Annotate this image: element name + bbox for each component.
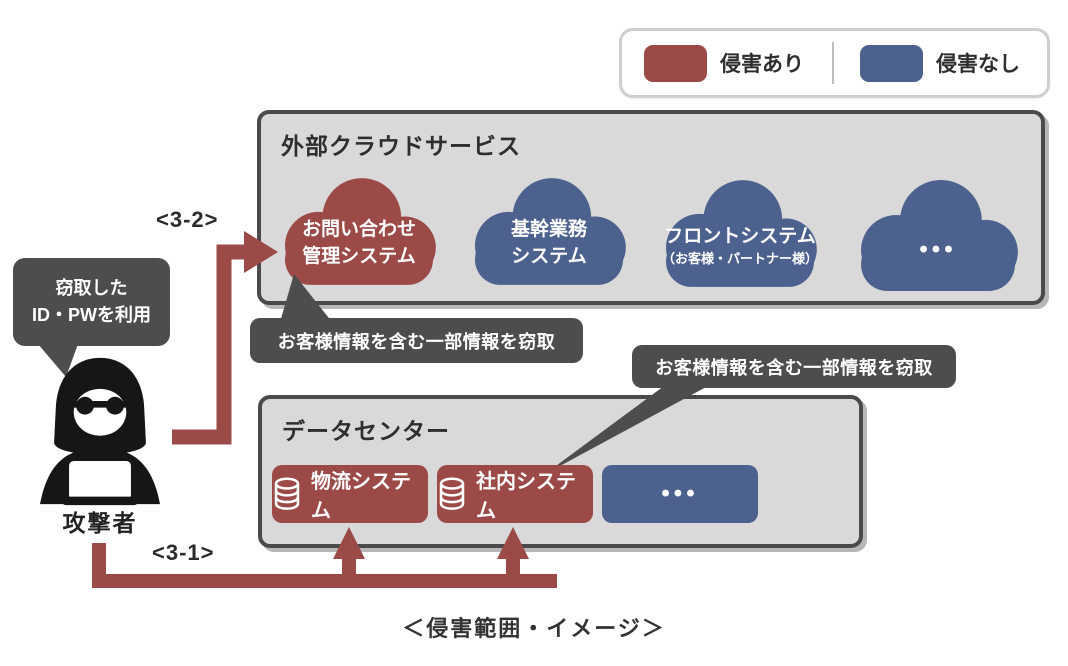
cloud-text-line2: （お客様・パートナー様） <box>661 250 818 266</box>
legend-not-breached-label: 侵害なし <box>936 53 1020 76</box>
system-internal: 社内システム <box>437 465 593 523</box>
bubble-line2: ID・PWを利用 <box>32 305 151 325</box>
system-label: 物流システム <box>311 471 411 522</box>
callout-datacenter-data-theft: お客様情報を含む一部情報を窃取 <box>632 345 956 388</box>
cloud-text-line1: フロントシステム <box>664 226 816 248</box>
system-logistics: 物流システム <box>272 465 428 523</box>
database-icon <box>274 477 300 510</box>
arrow-step-3-2-label: <3-2> <box>156 207 219 232</box>
external-cloud-title: 外部クラウドサービス <box>281 133 521 159</box>
cloud-text-line1: お問い合わせ <box>301 219 416 241</box>
cloud-icon <box>474 178 626 285</box>
cloud-text-line1: 基幹業務 <box>510 219 587 241</box>
system-label: ••• <box>661 480 699 507</box>
legend-not-breached-swatch <box>860 44 923 82</box>
datacenter-title: データセンター <box>282 418 450 444</box>
attacker-speech-bubble: 窃取した ID・PWを利用 <box>13 258 170 346</box>
cloud-front-system: フロントシステム （お客様・パートナー様） <box>651 178 829 290</box>
cloud-core-business-system: 基幹業務 システム <box>460 176 638 288</box>
cloud-icon <box>665 180 817 287</box>
arrow-step-3-1-label: <3-1> <box>152 540 215 565</box>
legend-breached-label: 侵害あり <box>720 53 804 76</box>
cloud-icon <box>861 180 1018 292</box>
system-label: 社内システム <box>476 471 576 522</box>
callout-text: お客様情報を含む一部情報を窃取 <box>655 357 933 378</box>
diagram-caption: ＜侵害範囲・イメージ＞ <box>402 616 666 641</box>
attacker-icon <box>40 357 160 506</box>
cloud-label: お問い合わせ 管理システム <box>270 176 448 288</box>
cloud-text-line2: 管理システム <box>302 246 416 267</box>
legend-breached-swatch <box>644 44 707 82</box>
legend: 侵害あり 侵害なし <box>619 28 1050 98</box>
system-other: ••• <box>602 465 758 523</box>
cloud-label: フロントシステム （お客様・パートナー様） <box>651 178 829 290</box>
cloud-other-systems: ••• <box>845 180 1031 292</box>
database-icon <box>439 477 465 510</box>
callout-cloud-data-theft: お客様情報を含む一部情報を窃取 <box>250 318 583 363</box>
cloud-label: 基幹業務 システム <box>460 176 638 288</box>
cloud-text-line2: システム <box>511 246 587 267</box>
callout-text: お客様情報を含む一部情報を窃取 <box>277 331 556 352</box>
cloud-label: ••• <box>845 180 1031 292</box>
cloud-text-line1: ••• <box>919 236 957 264</box>
cloud-icon <box>284 178 436 285</box>
bubble-line1: 窃取した <box>55 278 128 298</box>
attacker-label: 攻撃者 <box>62 510 138 536</box>
legend-divider <box>832 42 834 84</box>
cloud-inquiry-management-system: お問い合わせ 管理システム <box>270 176 448 288</box>
